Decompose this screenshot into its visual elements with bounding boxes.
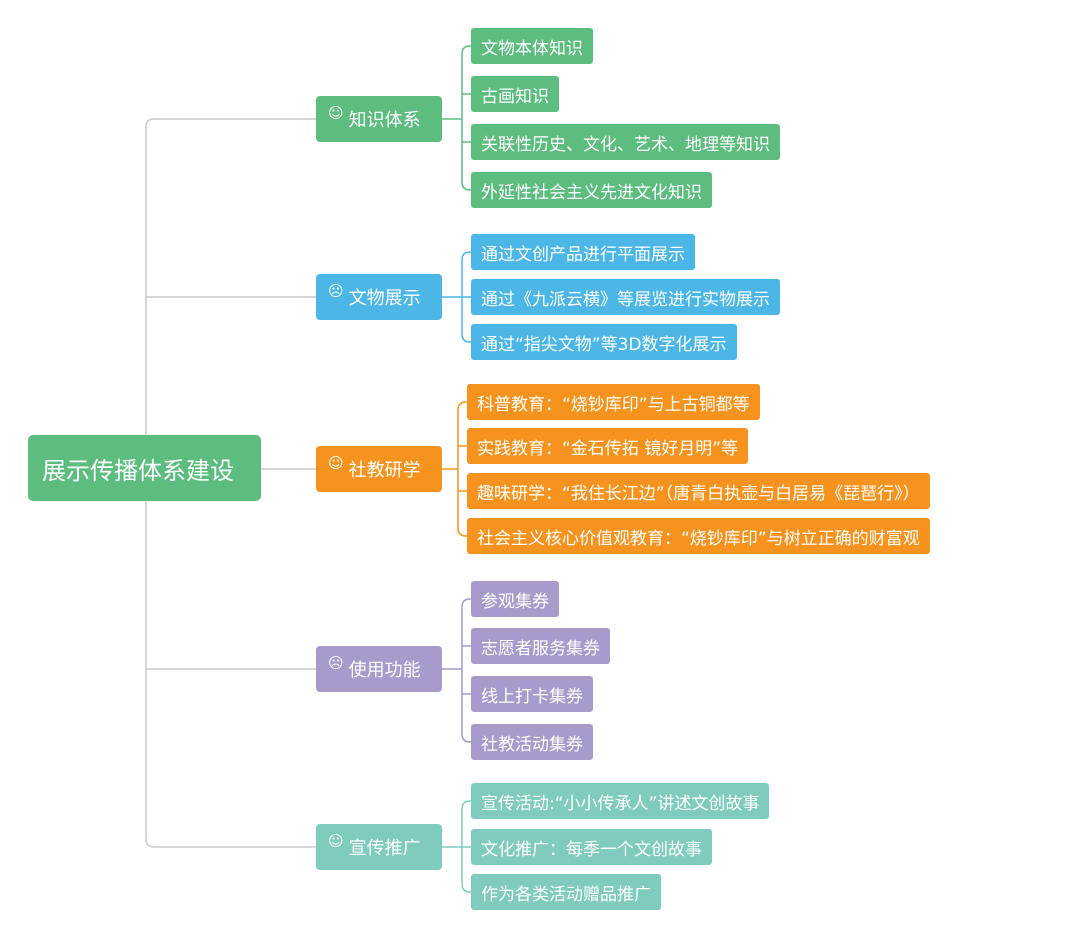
leaf-label: 通过《九派云横》等展览进行实物展示 (481, 289, 770, 310)
leaf-label: 社会主义核心价值观教育：“烧钞库印”与树立正确的财富观 (477, 528, 920, 549)
branch-social-education[interactable]: ☺ 社教研学 (316, 446, 442, 492)
leaf-node[interactable]: 文物本体知识 (471, 28, 593, 64)
leaf-node[interactable]: 社会主义核心价值观教育：“烧钞库印”与树立正确的财富观 (467, 518, 930, 554)
leaf-connector (461, 800, 471, 810)
leaf-connector (461, 45, 471, 55)
leaf-node[interactable]: 作为各类活动赠品推广 (471, 874, 661, 910)
leaf-label: 宣传活动:“小小传承人”讲述文创故事 (481, 793, 760, 814)
root-label: 展示传播体系建设 (42, 456, 234, 485)
leaf-node[interactable]: 趣味研学：“我住长江边”（唐青白执壶与白居易《琵琶行》） (467, 473, 930, 509)
leaf-node[interactable]: 古画知识 (471, 76, 559, 112)
leaf-label: 线上打卡集券 (481, 686, 583, 707)
leaf-connector (461, 251, 471, 261)
leaf-label: 外延性社会主义先进文化知识 (481, 182, 702, 203)
leaf-label: 作为各类活动赠品推广 (481, 884, 651, 905)
leaf-label: 古画知识 (481, 86, 549, 107)
leaf-node[interactable]: 实践教育：“金石传拓 镜好月明”等 (467, 428, 749, 464)
leaf-label: 通过“指尖文物”等3D数字化展示 (481, 334, 727, 355)
neutral-face-icon: ☹ (328, 654, 344, 672)
leaf-label: 志愿者服务集券 (481, 638, 600, 659)
leaf-connector (457, 527, 467, 537)
smiley-icon: ☺ (328, 454, 344, 472)
leaf-node[interactable]: 通过“指尖文物”等3D数字化展示 (471, 324, 737, 360)
branch-label: 使用功能 (348, 660, 421, 681)
branch-knowledge-system[interactable]: ☺ 知识体系 (316, 96, 442, 142)
leaf-node[interactable]: 宣传活动:“小小传承人”讲述文创故事 (471, 783, 770, 819)
leaf-node[interactable]: 外延性社会主义先进文化知识 (471, 172, 712, 208)
leaf-node[interactable]: 关联性历史、文化、艺术、地理等知识 (471, 124, 780, 160)
leaf-connector (457, 401, 467, 411)
leaf-label: 文化推广：每季一个文创故事 (481, 839, 702, 860)
leaf-label: 实践教育：“金石传拓 镜好月明”等 (477, 438, 739, 459)
branch-promotion[interactable]: ☺ 宣传推广 (316, 824, 442, 870)
leaf-node[interactable]: 线上打卡集券 (471, 676, 593, 712)
leaf-label: 趣味研学：“我住长江边”（唐青白执壶与白居易《琵琶行》） (477, 483, 920, 504)
branch-label: 知识体系 (348, 110, 421, 131)
branch-connector (145, 838, 316, 848)
leaf-label: 科普教育：“烧钞库印”与上古铜都等 (477, 394, 750, 415)
leaf-label: 文物本体知识 (481, 38, 583, 59)
neutral-face-icon: ☹ (328, 282, 344, 300)
root-node[interactable]: 展示传播体系建设 (28, 435, 261, 501)
branch-relic-display[interactable]: ☹ 文物展示 (316, 274, 442, 320)
leaf-connector (461, 598, 471, 608)
smiley-icon: ☺ (328, 832, 344, 850)
leaf-node[interactable]: 社教活动集券 (471, 724, 593, 760)
branch-label: 宣传推广 (348, 838, 421, 859)
leaf-node[interactable]: 通过文创产品进行平面展示 (471, 234, 695, 270)
leaf-node[interactable]: 参观集券 (471, 581, 559, 617)
leaf-node[interactable]: 志愿者服务集券 (471, 628, 610, 664)
branch-usage-function[interactable]: ☹ 使用功能 (316, 646, 442, 692)
leaf-label: 通过文创产品进行平面展示 (481, 244, 685, 265)
leaf-label: 关联性历史、文化、艺术、地理等知识 (481, 134, 770, 155)
leaf-node[interactable]: 通过《九派云横》等展览进行实物展示 (471, 279, 780, 315)
branch-connector (145, 118, 316, 128)
leaf-label: 社教活动集券 (481, 734, 583, 755)
leaf-connector (461, 181, 471, 191)
branch-label: 社教研学 (348, 460, 421, 481)
leaf-connector (461, 883, 471, 893)
branch-label: 文物展示 (348, 288, 421, 309)
leaf-label: 参观集券 (481, 591, 549, 612)
leaf-connector (461, 733, 471, 743)
leaf-node[interactable]: 文化推广：每季一个文创故事 (471, 829, 712, 865)
leaf-connector (461, 333, 471, 343)
smiley-icon: ☺ (328, 104, 344, 122)
leaf-node[interactable]: 科普教育：“烧钞库印”与上古铜都等 (467, 384, 760, 420)
